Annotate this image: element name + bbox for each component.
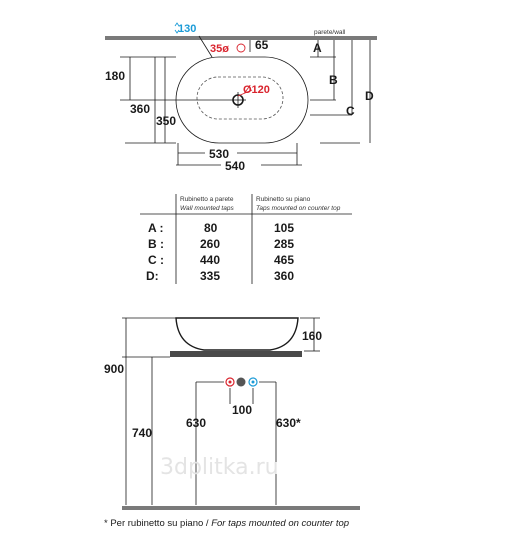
dim-530: 530 <box>209 147 229 161</box>
table-col1-sub: Wall mounted taps <box>180 205 234 212</box>
table-cell-wall: 80 <box>204 221 218 235</box>
table-cell-wall: 260 <box>200 237 220 251</box>
table-col2-sub: Taps mounted on counter top <box>256 205 341 212</box>
counter-slab <box>170 351 302 357</box>
letter-c: C <box>346 104 355 118</box>
dim-tap-height: 130 <box>178 23 196 35</box>
hot-tap-icon <box>225 377 235 387</box>
wall-label: parete/wall <box>314 29 346 36</box>
dim-630-star: 630* <box>276 416 301 430</box>
drain-icon <box>230 89 253 108</box>
table-cell-counter: 105 <box>274 221 294 235</box>
cold-tap-icon <box>248 377 258 387</box>
table-cell-counter: 360 <box>274 269 294 283</box>
dim-160: 160 <box>302 329 322 343</box>
table-col1-head: Rubinetto a parete <box>180 196 234 203</box>
table-cell-counter: 285 <box>274 237 294 251</box>
dim-180: 180 <box>105 69 125 83</box>
dim-360: 360 <box>130 102 150 116</box>
watermark: 3dplitka.ru <box>160 455 279 480</box>
dim-350: 350 <box>156 114 176 128</box>
dim-630: 630 <box>186 416 206 430</box>
table-cell-wall: 335 <box>200 269 220 283</box>
footnote: * Per rubinetto su piano / For taps moun… <box>104 518 349 529</box>
table-col2-head: Rubinetto su piano <box>256 196 311 203</box>
table-row-label: C : <box>148 253 164 267</box>
dim-hole: 35ø <box>210 43 229 55</box>
top-view: parete/wall Ø120 35ø 65 130 180 360 350 <box>105 22 377 173</box>
footnote-text: * Per rubinetto su piano / <box>104 518 211 529</box>
footnote-italic: For taps mounted on counter top <box>211 518 349 529</box>
table-cell-counter: 465 <box>274 253 294 267</box>
dim-900: 900 <box>104 362 124 376</box>
table-cell-wall: 440 <box>200 253 220 267</box>
dim-hole-offset: 65 <box>255 38 269 52</box>
dim-drain: Ø120 <box>243 84 270 96</box>
letter-a: A <box>313 41 322 55</box>
dim-540: 540 <box>225 159 245 173</box>
table-row-label: D: <box>146 269 159 283</box>
waste-outlet-icon <box>236 377 246 387</box>
letter-b: B <box>329 73 338 87</box>
table-row-label: A : <box>148 221 164 235</box>
basin-inner <box>196 76 284 120</box>
dim-740: 740 <box>132 426 152 440</box>
table-row-label: B : <box>148 237 164 251</box>
dim-100: 100 <box>232 403 252 417</box>
basin-bowl <box>175 317 299 351</box>
letter-d: D <box>365 89 374 103</box>
side-view: 160 900 740 100 630 630* <box>104 317 360 510</box>
dimension-table: Rubinetto a parete Wall mounted taps Rub… <box>140 194 352 284</box>
wall-bar <box>105 36 377 40</box>
floor-bar <box>122 506 360 510</box>
tap-hole <box>236 43 246 53</box>
